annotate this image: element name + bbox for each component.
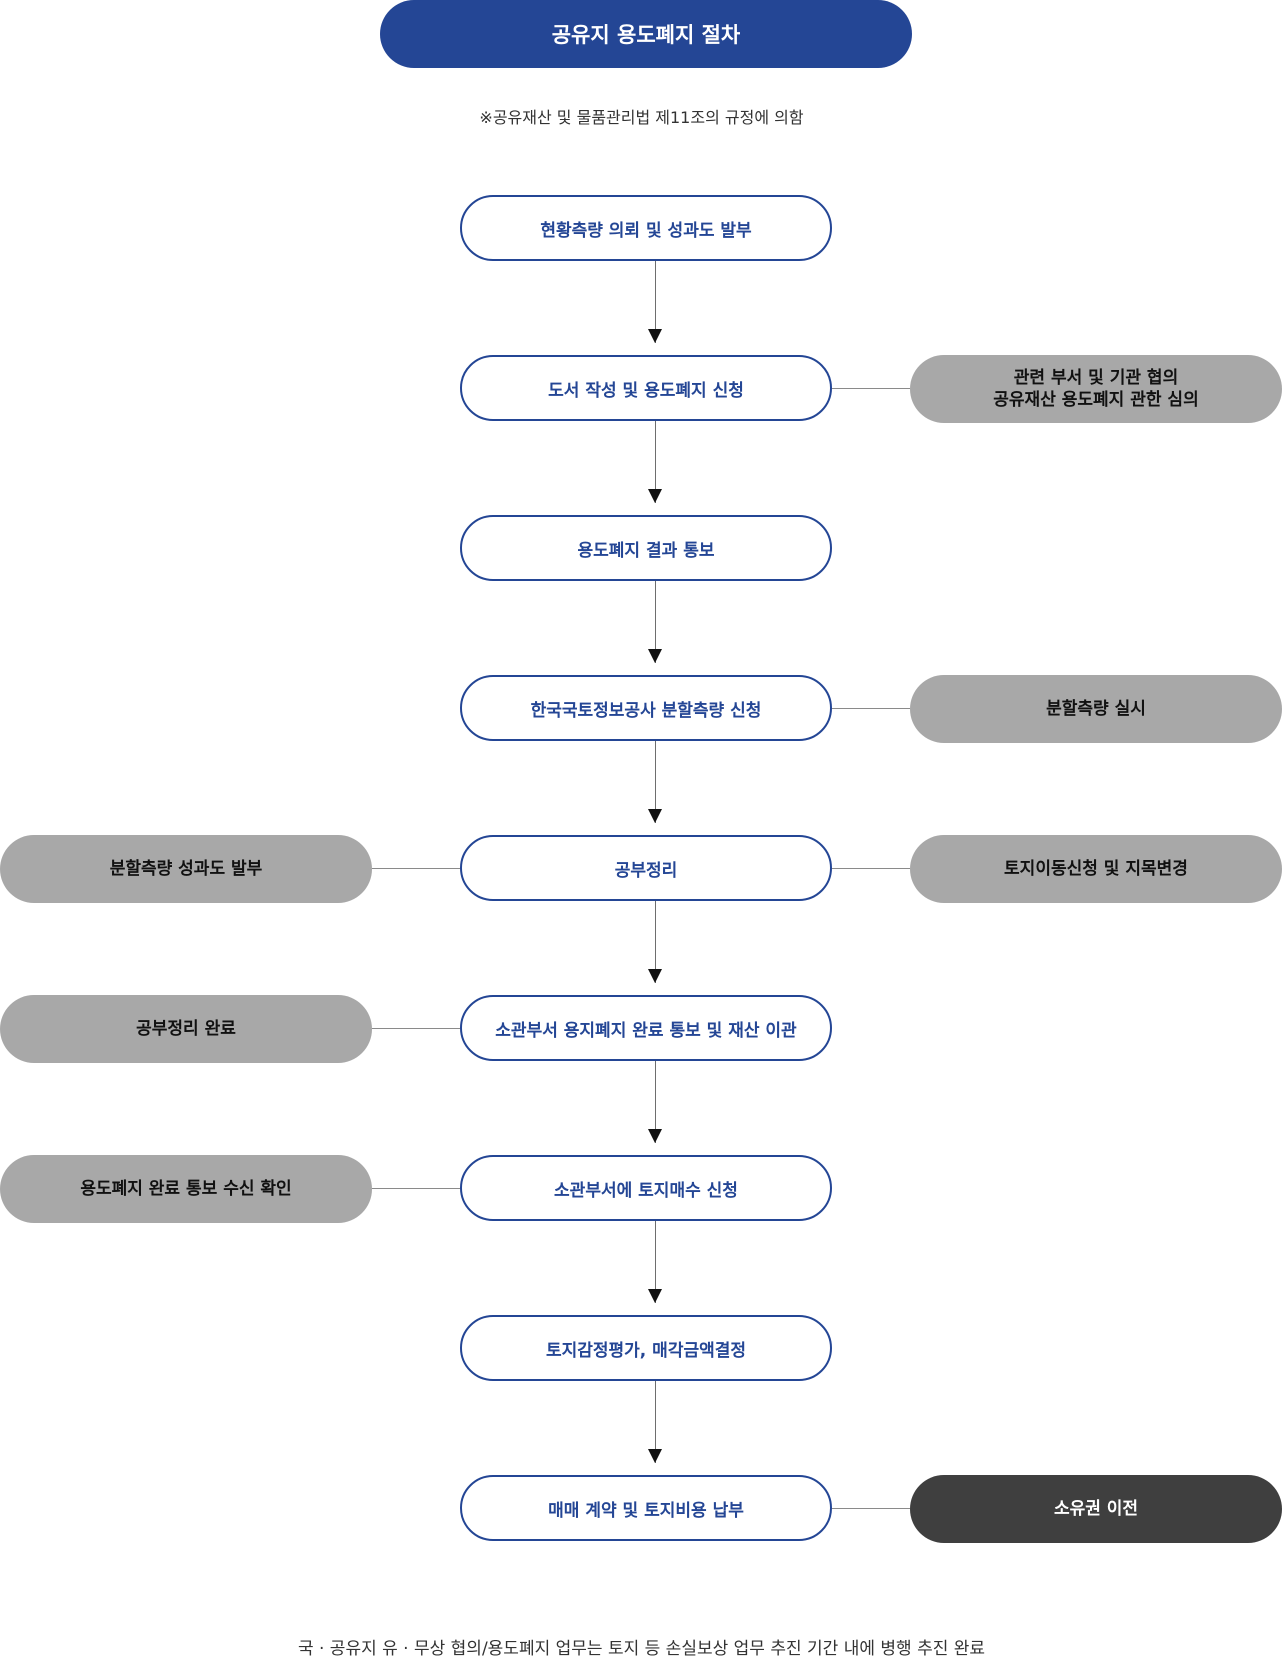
side-review-line2: 공유재산 용도폐지 관한 심의 <box>993 390 1199 410</box>
connector <box>655 421 656 503</box>
arrow-down-icon <box>648 809 662 823</box>
step-records-update: 공부정리 <box>460 835 832 901</box>
page-title: 공유지 용도폐지 절차 <box>380 0 912 68</box>
step-contract-payment: 매매 계약 및 토지비용 납부 <box>460 1475 832 1541</box>
side-ownership-box: 소유권 이전 <box>910 1475 1282 1543</box>
step-result-notice: 용도폐지 결과 통보 <box>460 515 832 581</box>
connector <box>655 1221 656 1303</box>
arrow-down-icon <box>648 1289 662 1303</box>
arrow-down-icon <box>648 1449 662 1463</box>
arrow-down-icon <box>648 1129 662 1143</box>
connector <box>655 581 656 663</box>
footer-note: 국 · 공유지 유 · 무상 협의/용도폐지 업무는 토지 등 손실보상 업무 … <box>297 1639 986 1659</box>
side-land-change-box: 토지이동신청 및 지목변경 <box>910 835 1282 903</box>
arrow-down-icon <box>648 489 662 503</box>
side-survey-result-box: 분할측량 성과도 발부 <box>0 835 372 903</box>
connector <box>655 741 656 823</box>
connector <box>372 1028 460 1029</box>
arrow-down-icon <box>648 649 662 663</box>
connector <box>832 868 910 869</box>
connector <box>832 388 910 389</box>
step-survey-request: 현황측량 의뢰 및 성과도 발부 <box>460 195 832 261</box>
side-review-line1: 관련 부서 및 기관 협의 <box>1013 368 1179 388</box>
step-division-survey-request: 한국국토정보공사 분할측량 신청 <box>460 675 832 741</box>
side-review-box: 관련 부서 및 기관 협의 공유재산 용도폐지 관한 심의 <box>910 355 1282 423</box>
legal-note: ※공유재산 및 물품관리법 제11조의 규정에 의함 <box>479 108 804 127</box>
step-transfer-notice: 소관부서 용지폐지 완료 통보 및 재산 이관 <box>460 995 832 1061</box>
connector <box>832 1508 910 1509</box>
side-survey-box: 분할측량 실시 <box>910 675 1282 743</box>
step-purchase-request: 소관부서에 토지매수 신청 <box>460 1155 832 1221</box>
connector <box>832 708 910 709</box>
connector <box>655 1381 656 1463</box>
step-application: 도서 작성 및 용도폐지 신청 <box>460 355 832 421</box>
connector <box>372 868 460 869</box>
connector <box>655 261 656 343</box>
connector <box>372 1188 460 1189</box>
connector <box>655 901 656 983</box>
side-confirm-box: 용도폐지 완료 통보 수신 확인 <box>0 1155 372 1223</box>
side-records-done-box: 공부정리 완료 <box>0 995 372 1063</box>
step-appraisal: 토지감정평가, 매각금액결정 <box>460 1315 832 1381</box>
arrow-down-icon <box>648 329 662 343</box>
connector <box>655 1061 656 1143</box>
arrow-down-icon <box>648 969 662 983</box>
